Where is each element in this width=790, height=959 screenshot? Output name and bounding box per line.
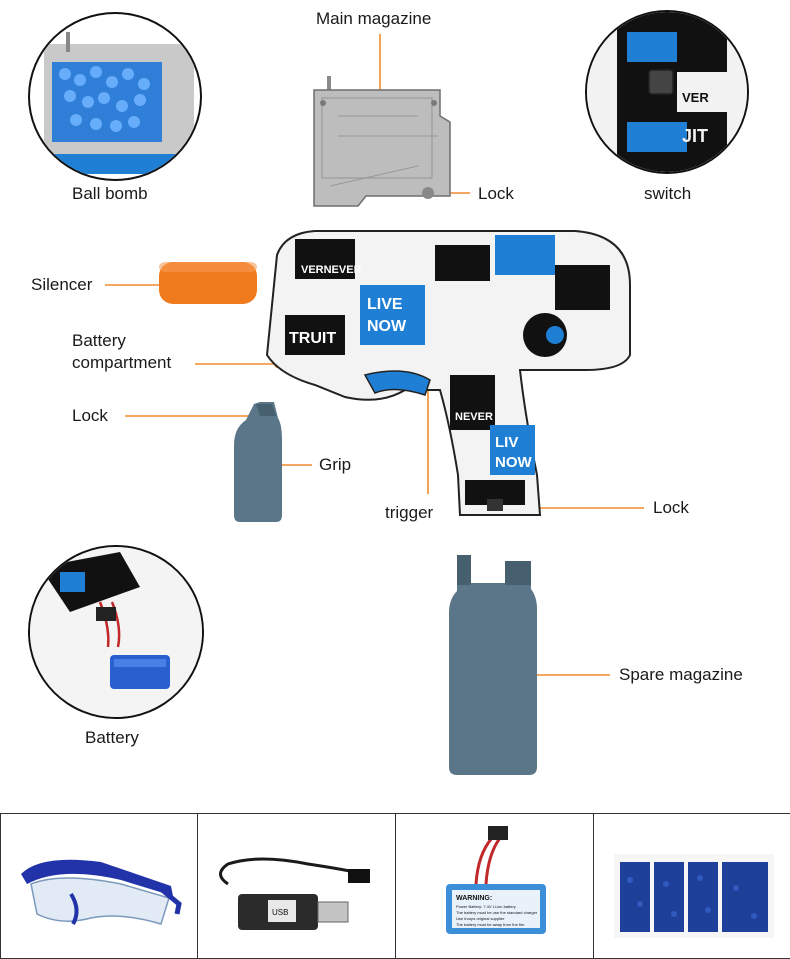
usb-charger-icon: USB	[219, 857, 370, 930]
label-trigger: trigger	[385, 503, 434, 522]
grip-image	[234, 402, 282, 522]
label-silencer: Silencer	[31, 275, 93, 294]
label-battery: Battery	[85, 728, 139, 747]
accessory-battery-pack: WARNING: Power Battery: 7.4V Li-ion batt…	[395, 813, 594, 959]
battery-circle	[28, 545, 204, 719]
gun-body-image: VERNEVER LIVE NOW TRUIT LIV NOW NEVER	[265, 230, 631, 516]
goggles-icon	[21, 859, 182, 925]
accessory-usb-charger: USB	[197, 813, 396, 959]
label-battery-compartment: Battery compartment	[72, 331, 172, 372]
label-lock-left: Lock	[72, 406, 108, 425]
accessory-gel-beads	[593, 813, 790, 959]
switch-text-2: JIT	[682, 126, 708, 146]
switch-circle: VER JIT	[585, 10, 749, 174]
warning-line-2: The battery must be use the standard cha…	[456, 910, 538, 915]
label-lock-top: Lock	[478, 184, 514, 203]
main-magazine-image	[313, 76, 451, 207]
gun-text-4: TRUIT	[289, 330, 336, 347]
accessories-strip: USB WARNING: Power Battery: 7.4V Li-ion …	[0, 813, 790, 959]
warning-line-1: Power Battery: 7.4V Li-ion battery	[456, 904, 516, 909]
gun-text-1: VERNEVER	[301, 264, 362, 276]
ball-bomb-image	[44, 32, 194, 174]
warning-line-4: The battery must be away from the fire	[456, 922, 525, 927]
silencer-image	[159, 262, 257, 304]
gun-text-2: LIVE	[367, 296, 403, 313]
label-grip: Grip	[319, 455, 352, 474]
label-spare-magazine: Spare magazine	[619, 665, 743, 684]
switch-image: VER JIT	[587, 12, 747, 172]
battery-image	[30, 547, 202, 717]
accessory-goggles	[0, 813, 198, 959]
gun-text-3: NOW	[367, 318, 407, 335]
exploded-diagram: VERNEVER LIVE NOW TRUIT LIV NOW NEVER	[28, 9, 749, 775]
ball-bomb-circle	[28, 12, 202, 181]
usb-label: USB	[272, 908, 288, 917]
switch-button-icon	[648, 69, 674, 95]
gun-text-7: NEVER	[455, 411, 493, 423]
gel-beads-icon	[614, 854, 774, 938]
warning-title: WARNING:	[456, 895, 492, 902]
label-switch: switch	[644, 184, 692, 203]
battery-pack-icon: WARNING: Power Battery: 7.4V Li-ion batt…	[446, 826, 546, 934]
gun-text-5: LIV	[495, 434, 518, 451]
label-ball-bomb: Ball bomb	[72, 184, 148, 203]
spare-magazine-image	[449, 555, 537, 775]
label-lock-right: Lock	[653, 498, 689, 517]
switch-text-1: VER	[682, 90, 709, 105]
gun-text-6: NOW	[495, 454, 533, 471]
warning-line-3: Use troops original supplier	[456, 916, 505, 921]
label-main-magazine: Main magazine	[316, 9, 432, 28]
